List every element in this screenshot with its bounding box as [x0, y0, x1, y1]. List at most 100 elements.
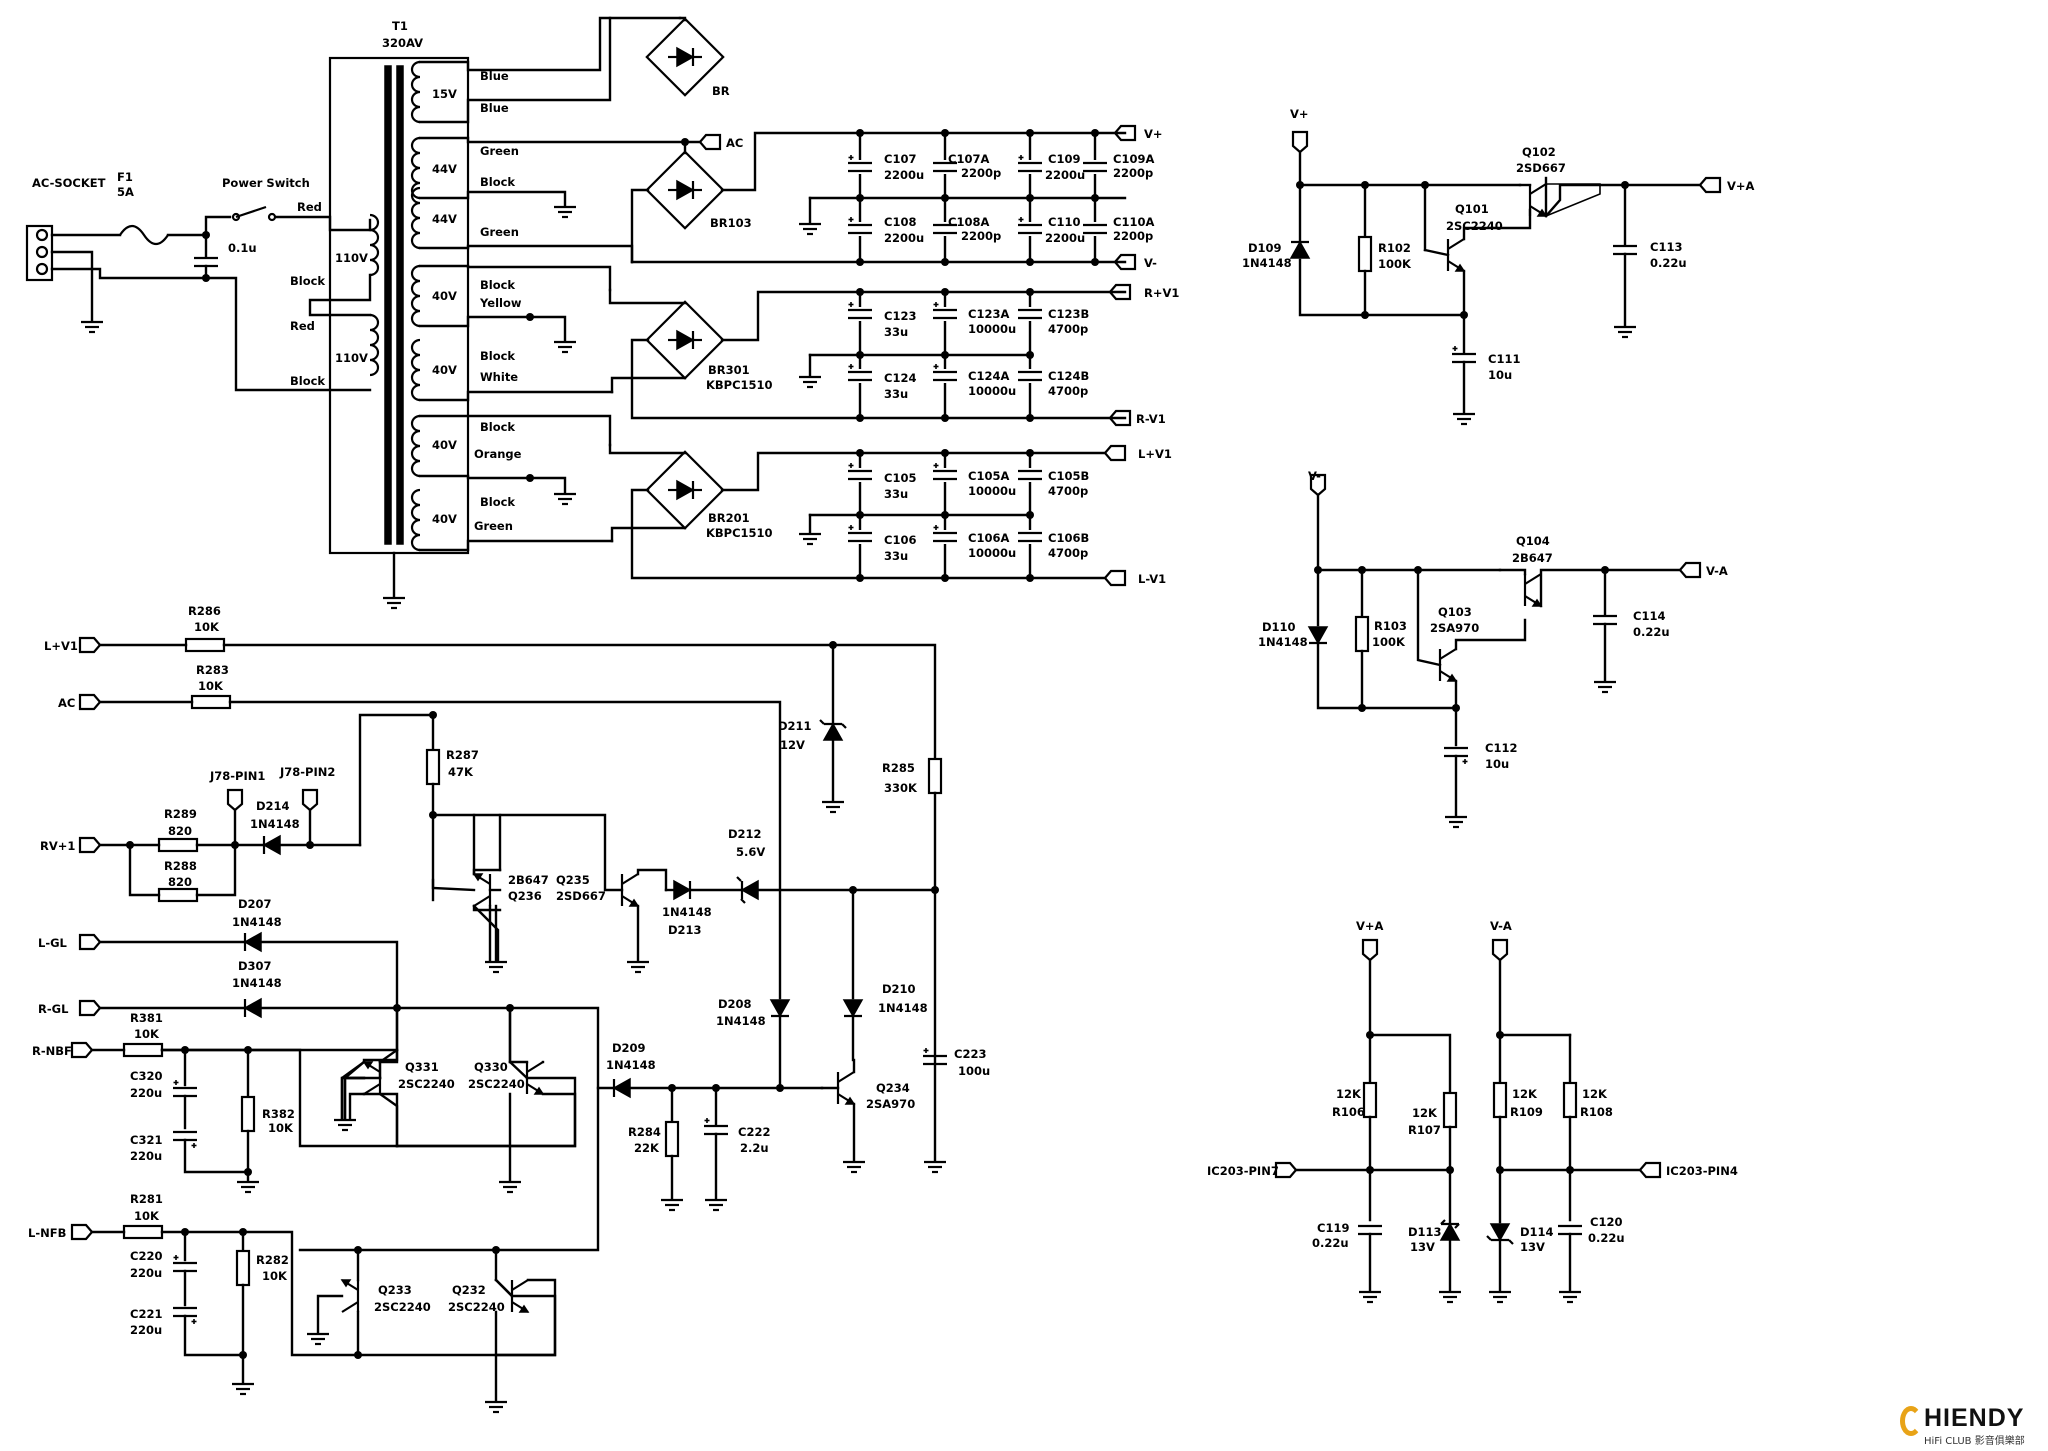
- svg-text:F1: F1: [117, 170, 133, 184]
- svg-text:1N4148: 1N4148: [232, 976, 282, 990]
- svg-text:2SD667: 2SD667: [556, 889, 606, 903]
- protection-circuit: L+V1 R286 10K R285 330K D211 12V AC R283…: [28, 604, 990, 1414]
- svg-text:0.22u: 0.22u: [1312, 1236, 1349, 1250]
- svg-text:Blue: Blue: [480, 101, 509, 115]
- svg-text:Q233: Q233: [378, 1283, 412, 1297]
- logo-mark-icon: [1900, 1406, 1922, 1436]
- svg-text:13V: 13V: [1410, 1240, 1435, 1254]
- svg-text:D213: D213: [668, 923, 702, 937]
- transistor-q233: [340, 1278, 360, 1314]
- svg-text:C123B: C123B: [1048, 307, 1089, 321]
- svg-text:C123: C123: [884, 309, 916, 323]
- svg-text:R-GL: R-GL: [38, 1002, 69, 1016]
- svg-text:C106A: C106A: [968, 531, 1009, 545]
- svg-text:C320: C320: [130, 1069, 162, 1083]
- svg-text:R285: R285: [882, 761, 915, 775]
- svg-text:D110: D110: [1262, 620, 1296, 634]
- svg-text:C107A: C107A: [948, 152, 989, 166]
- svg-text:C222: C222: [738, 1125, 770, 1139]
- svg-text:D210: D210: [882, 982, 916, 996]
- svg-text:C123A: C123A: [968, 307, 1009, 321]
- svg-text:Q232: Q232: [452, 1283, 486, 1297]
- transistor-q101: [1446, 237, 1466, 273]
- svg-text:V+: V+: [1290, 107, 1309, 121]
- transistor-q102: [1528, 182, 1548, 218]
- svg-text:V-: V-: [1308, 469, 1321, 483]
- svg-text:2SC2240: 2SC2240: [468, 1077, 525, 1091]
- svg-text:2SC2240: 2SC2240: [398, 1077, 455, 1091]
- svg-text:BR: BR: [712, 84, 730, 98]
- svg-text:330K: 330K: [884, 781, 918, 795]
- svg-text:C114: C114: [1633, 609, 1665, 623]
- svg-text:10K: 10K: [268, 1121, 294, 1135]
- svg-text:0.22u: 0.22u: [1650, 256, 1687, 270]
- svg-text:5.6V: 5.6V: [736, 845, 765, 859]
- svg-text:T1: T1: [392, 19, 408, 33]
- svg-text:2200u: 2200u: [884, 168, 924, 182]
- ac-rail-port: [698, 133, 722, 151]
- svg-text:Orange: Orange: [474, 447, 522, 461]
- svg-text:10K: 10K: [134, 1027, 160, 1041]
- svg-text:C108: C108: [884, 215, 916, 229]
- svg-text:12K: 12K: [1512, 1087, 1538, 1101]
- svg-text:40V: 40V: [432, 438, 457, 452]
- svg-text:2200p: 2200p: [1113, 166, 1153, 180]
- svg-text:40V: 40V: [432, 289, 457, 303]
- svg-text:D208: D208: [718, 997, 752, 1011]
- svg-text:R108: R108: [1580, 1105, 1613, 1119]
- svg-text:C124A: C124A: [968, 369, 1009, 383]
- svg-text:D114: D114: [1520, 1225, 1554, 1239]
- svg-text:12K: 12K: [1412, 1106, 1438, 1120]
- svg-text:BR103: BR103: [710, 216, 752, 230]
- svg-text:Red: Red: [297, 200, 322, 214]
- svg-text:V-: V-: [1144, 256, 1157, 270]
- svg-text:1N4148: 1N4148: [250, 817, 300, 831]
- svg-text:C221: C221: [130, 1307, 162, 1321]
- svg-text:Power Switch: Power Switch: [222, 176, 310, 190]
- svg-text:R282: R282: [256, 1253, 289, 1267]
- negative-regulator: V- D110 1N4148 R103 100K Q103 2SA970 Q10…: [1258, 469, 1728, 829]
- svg-text:33u: 33u: [884, 387, 908, 401]
- svg-text:R-V1: R-V1: [1136, 412, 1166, 426]
- svg-text:C124B: C124B: [1048, 369, 1089, 383]
- svg-text:R284: R284: [628, 1125, 661, 1139]
- svg-text:L-V1: L-V1: [1138, 572, 1166, 586]
- svg-text:V-A: V-A: [1490, 919, 1512, 933]
- svg-text:C106B: C106B: [1048, 531, 1089, 545]
- svg-text:2200u: 2200u: [884, 231, 924, 245]
- svg-text:D109: D109: [1248, 241, 1282, 255]
- svg-text:R382: R382: [262, 1107, 295, 1121]
- svg-text:22K: 22K: [634, 1141, 660, 1155]
- svg-text:BR201: BR201: [708, 511, 750, 525]
- svg-text:C105: C105: [884, 471, 916, 485]
- svg-text:Green: Green: [480, 144, 519, 158]
- svg-text:10K: 10K: [134, 1209, 160, 1223]
- svg-text:220u: 220u: [130, 1323, 162, 1337]
- svg-text:C223: C223: [954, 1047, 986, 1061]
- svg-text:Yellow: Yellow: [479, 296, 522, 310]
- svg-text:C107: C107: [884, 152, 916, 166]
- svg-text:C110: C110: [1048, 215, 1080, 229]
- svg-text:R102: R102: [1378, 241, 1411, 255]
- svg-text:2SD667: 2SD667: [1516, 161, 1566, 175]
- svg-text:1N4148: 1N4148: [232, 915, 282, 929]
- svg-text:2B647: 2B647: [508, 873, 549, 887]
- svg-text:Q235: Q235: [556, 873, 590, 887]
- svg-text:AC: AC: [58, 696, 75, 710]
- svg-text:2SA970: 2SA970: [866, 1097, 915, 1111]
- transistor-q235: [620, 872, 640, 908]
- svg-text:Q102: Q102: [1522, 145, 1556, 159]
- svg-text:Block: Block: [290, 274, 325, 288]
- svg-text:V+A: V+A: [1727, 179, 1755, 193]
- svg-text:2SC2240: 2SC2240: [374, 1300, 431, 1314]
- svg-text:L+V1: L+V1: [44, 639, 78, 653]
- svg-text:J78-PIN1: J78-PIN1: [209, 769, 265, 783]
- svg-text:100u: 100u: [958, 1064, 990, 1078]
- svg-text:2B647: 2B647: [1512, 551, 1553, 565]
- svg-text:Block: Block: [290, 374, 325, 388]
- svg-text:1N4148: 1N4148: [1242, 256, 1292, 270]
- svg-text:IC203-PIN4: IC203-PIN4: [1666, 1164, 1738, 1178]
- svg-text:44V: 44V: [432, 162, 457, 176]
- svg-text:220u: 220u: [130, 1149, 162, 1163]
- svg-text:10K: 10K: [194, 620, 220, 634]
